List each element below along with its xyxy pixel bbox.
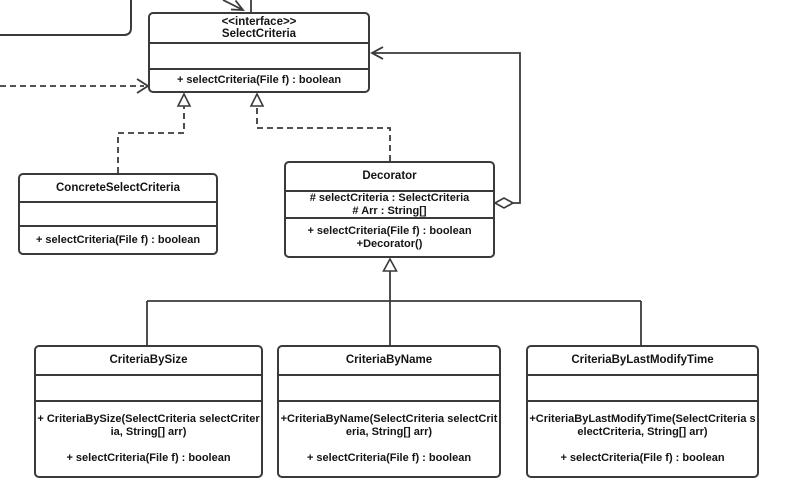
- constructor-label: + CriteriaBySize(SelectCriteria selectCr…: [37, 413, 260, 438]
- method-label: + selectCriteria(File f) : boolean: [307, 224, 472, 237]
- class-name: SelectCriteria: [221, 28, 297, 40]
- class-box-criteriabyname: CriteriaByName +CriteriaByName(SelectCri…: [277, 345, 501, 478]
- realization-concrete-to-interface: [117, 92, 192, 173]
- class-name: CriteriaByName: [345, 354, 433, 367]
- aggregation-decorator-to-interface: [370, 46, 521, 209]
- stereotype-label: <<interface>>: [221, 15, 297, 28]
- class-name: CriteriaByLastModifyTime: [571, 354, 714, 367]
- generalization-tree: [146, 257, 642, 345]
- attributes-compartment: # selectCriteria : SelectCriteria # Arr …: [286, 190, 493, 217]
- class-box-decorator: Decorator # selectCriteria : SelectCrite…: [284, 161, 495, 258]
- class-title-criteriabylastmodifytime: CriteriaByLastModifyTime: [528, 347, 757, 374]
- class-box-criteriabylastmodifytime: CriteriaByLastModifyTime +CriteriaByLast…: [526, 345, 759, 478]
- class-title-selectcriteria: <<interface>> SelectCriteria: [150, 14, 368, 42]
- method-label: + selectCriteria(File f) : boolean: [306, 452, 472, 464]
- class-name: Decorator: [362, 170, 417, 183]
- class-box-selectcriteria: <<interface>> SelectCriteria + selectCri…: [148, 12, 370, 93]
- class-box-criteriabysize: CriteriaBySize + CriteriaBySize(SelectCr…: [34, 345, 263, 478]
- constructor-label: +CriteriaByName(SelectCriteria selectCri…: [280, 413, 498, 438]
- attribute-label: # selectCriteria : SelectCriteria: [309, 191, 470, 204]
- class-title-criteriabyname: CriteriaByName: [279, 347, 499, 374]
- methods-compartment: + CriteriaBySize(SelectCriteria selectCr…: [36, 400, 261, 476]
- methods-compartment: + selectCriteria(File f) : boolean +Deco…: [286, 217, 493, 256]
- realization-decorator-to-interface: [249, 92, 391, 161]
- method-label: + selectCriteria(File f) : boolean: [560, 452, 725, 464]
- class-title-decorator: Decorator: [286, 163, 493, 190]
- class-title-concreteselectcriteria: ConcreteSelectCriteria: [20, 175, 216, 201]
- attributes-compartment: [20, 201, 216, 225]
- attributes-compartment: [528, 374, 757, 400]
- attribute-label: # Arr : String[]: [352, 204, 427, 217]
- dependency-arrow-left: [0, 78, 150, 94]
- methods-compartment: + selectCriteria(File f) : boolean: [20, 225, 216, 253]
- attributes-compartment: [36, 374, 261, 400]
- attributes-compartment: [279, 374, 499, 400]
- methods-compartment: + selectCriteria(File f) : boolean: [150, 68, 368, 91]
- methods-compartment: +CriteriaByName(SelectCriteria selectCri…: [279, 400, 499, 476]
- method-label: + selectCriteria(File f) : boolean: [176, 74, 342, 86]
- offscreen-box-corner: [0, 0, 132, 36]
- method-label: + selectCriteria(File f) : boolean: [66, 452, 231, 464]
- class-name: ConcreteSelectCriteria: [56, 181, 180, 194]
- class-title-criteriabysize: CriteriaBySize: [36, 347, 261, 374]
- attributes-compartment: [150, 42, 368, 68]
- class-name: CriteriaBySize: [109, 354, 188, 367]
- top-connector-arrow: [222, 0, 252, 12]
- class-box-concreteselectcriteria: ConcreteSelectCriteria + selectCriteria(…: [18, 173, 218, 255]
- method-label: + selectCriteria(File f) : boolean: [35, 233, 201, 246]
- methods-compartment: +CriteriaByLastModifyTime(SelectCriteria…: [528, 400, 757, 476]
- method-label: +Decorator(): [356, 237, 423, 250]
- constructor-label: +CriteriaByLastModifyTime(SelectCriteria…: [529, 413, 756, 438]
